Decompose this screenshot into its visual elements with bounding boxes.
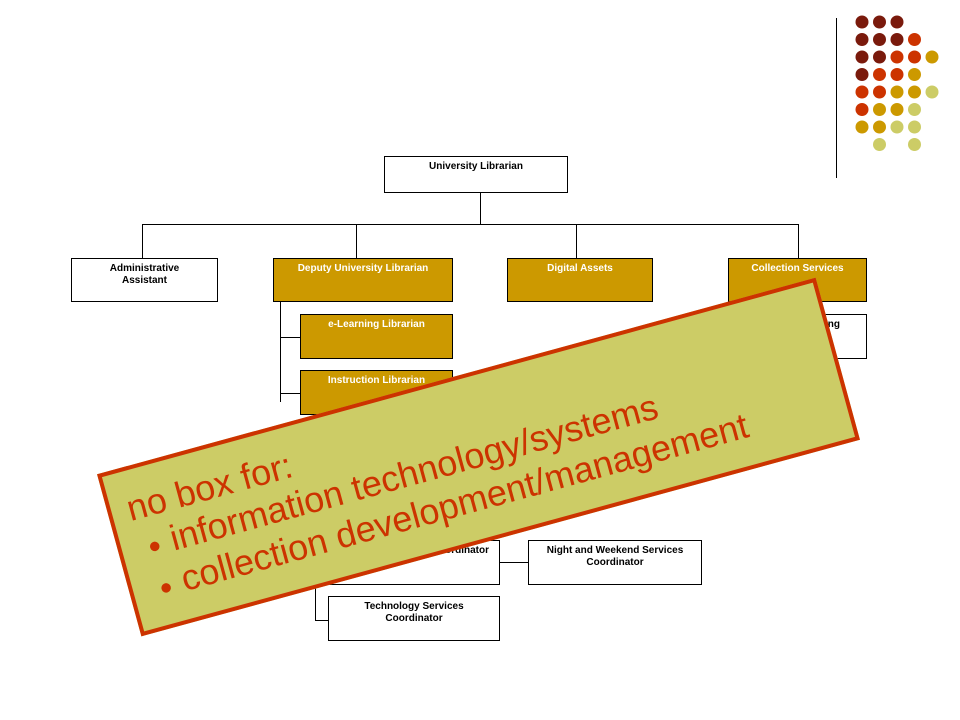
decorative-dot: [873, 68, 886, 81]
decorative-dot: [855, 33, 869, 46]
decorative-dot: [873, 138, 886, 151]
decorative-dot: [855, 50, 869, 64]
decorative-dot: [873, 103, 886, 116]
decorative-dot: [873, 50, 886, 64]
decorative-dot: [873, 85, 886, 99]
decorative-dot: [855, 68, 869, 81]
night-weekend-coordinator-box: Night and Weekend Services Coordinator: [528, 540, 702, 585]
decorative-dot: [908, 138, 921, 151]
divider-line: [836, 18, 837, 178]
decorative-dot: [925, 50, 939, 64]
decorative-dot: [908, 33, 921, 46]
decorative-dot: [890, 50, 904, 64]
decorative-dot: [925, 85, 939, 99]
connector-line: [356, 224, 357, 259]
decorative-dot: [855, 85, 869, 99]
connector-line: [315, 560, 316, 620]
technology-services-coordinator-box: Technology Services Coordinator: [328, 596, 500, 641]
decorative-dot: [890, 68, 904, 81]
decorative-dot: [873, 33, 886, 46]
decorative-dot: [890, 33, 904, 46]
deputy-university-librarian-box: Deputy University Librarian: [273, 258, 453, 302]
decorative-dot: [890, 15, 904, 29]
decorative-dot: [873, 120, 886, 134]
decorative-dot: [890, 85, 904, 99]
decorative-dot: [890, 120, 904, 134]
decorative-dot: [855, 120, 869, 134]
connector-line: [798, 224, 799, 259]
decorative-dot: [908, 50, 921, 64]
connector-line: [142, 224, 799, 225]
decorative-dot: [908, 120, 921, 134]
decorative-dot: [908, 103, 921, 116]
decorative-dot: [855, 103, 869, 116]
digital-assets-box: Digital Assets: [507, 258, 653, 302]
administrative-assistant-box: Administrative Assistant: [71, 258, 218, 302]
e-learning-librarian-box: e-Learning Librarian: [300, 314, 453, 359]
decorative-dot: [908, 85, 921, 99]
connector-line: [280, 393, 301, 394]
decorative-dot: [873, 15, 886, 29]
connector-line: [280, 337, 301, 338]
connector-line: [500, 562, 528, 563]
university-librarian-box: University Librarian: [384, 156, 568, 193]
connector-line: [480, 192, 481, 224]
connector-line: [315, 620, 329, 621]
decorative-dot: [855, 15, 869, 29]
decorative-dot: [908, 68, 921, 81]
decorative-dot: [890, 103, 904, 116]
connector-line: [280, 302, 281, 402]
connector-line: [576, 224, 577, 259]
connector-line: [142, 224, 143, 259]
